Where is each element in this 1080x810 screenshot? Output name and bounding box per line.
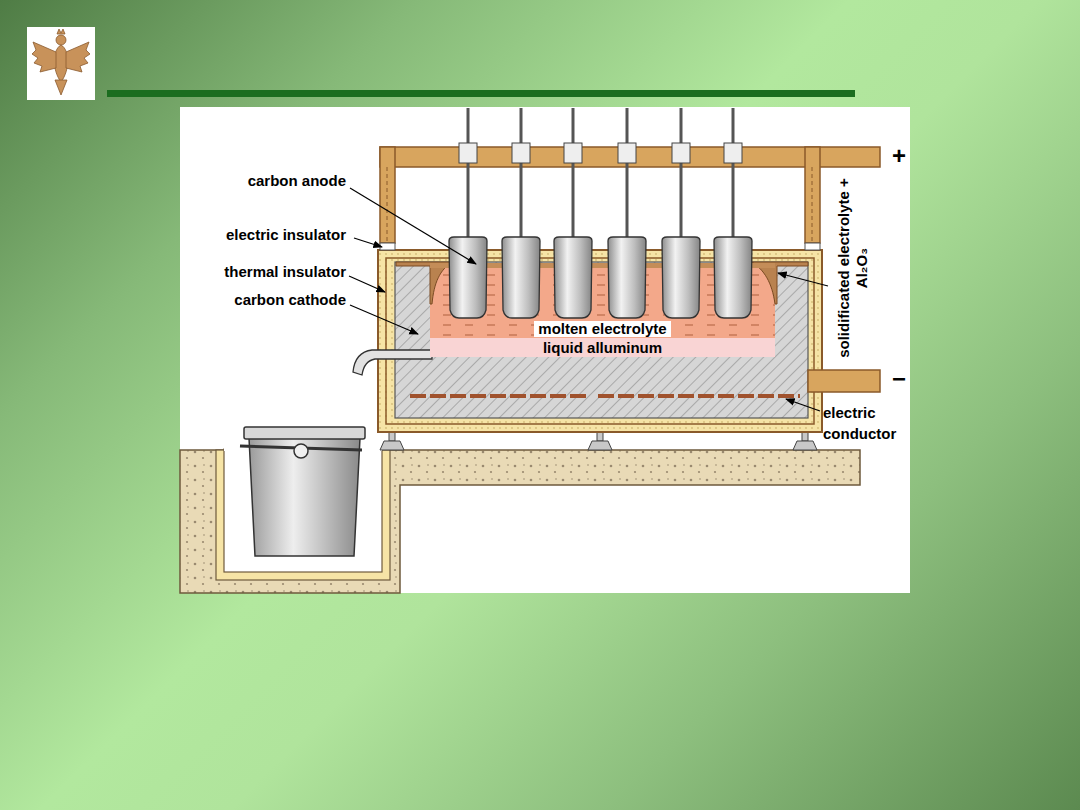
ladle-rim — [244, 427, 365, 439]
support-foot — [380, 441, 404, 450]
leader-lines — [349, 188, 828, 411]
eagle-crown — [57, 29, 65, 34]
polarity-sign: − — [889, 366, 909, 392]
leader-line — [350, 188, 476, 264]
anode-assembly — [714, 108, 752, 318]
carbon-anode — [554, 237, 592, 318]
post-detail — [812, 167, 813, 243]
carbon-anode — [608, 237, 646, 318]
anode-rod — [467, 108, 470, 240]
part-label: electric conductor — [823, 402, 911, 444]
anode-clamp — [618, 143, 636, 163]
anode-rod — [572, 108, 575, 240]
anode-clamp — [724, 143, 742, 163]
electrolyte-bath: molten electrolyte — [430, 266, 775, 338]
anode-assembly — [662, 108, 700, 318]
collector-bar — [598, 394, 800, 398]
part-label: thermal insulator — [146, 263, 346, 281]
leader-line — [354, 238, 382, 247]
tap-spout — [353, 350, 432, 375]
post-insulator — [805, 243, 820, 250]
carbon-anode — [714, 237, 752, 318]
anode-rod — [626, 108, 629, 240]
post-detail — [387, 167, 388, 243]
aluminium-layer: liquid alluminum — [430, 338, 775, 357]
node-label: molten electrolyte — [534, 321, 670, 337]
eagle-wing — [66, 42, 90, 72]
ladle-body — [249, 438, 360, 556]
anode-clamp — [672, 143, 690, 163]
carbon-anode — [449, 237, 487, 318]
eagle-head — [56, 35, 66, 45]
eagle-wing — [32, 42, 56, 72]
header-rule — [107, 90, 855, 97]
node-label: liquid alluminum — [539, 338, 666, 357]
negative-busbar — [808, 370, 880, 392]
anode-assemblies — [449, 108, 752, 318]
carbon-anode — [502, 237, 540, 318]
part-label: carbon anode — [146, 172, 346, 190]
crust-left — [396, 262, 452, 304]
anode-assembly — [502, 108, 540, 318]
anode-clamp — [459, 143, 477, 163]
anode-rod — [680, 108, 683, 240]
leader-line — [778, 273, 828, 286]
polarity-sign: + — [889, 143, 909, 169]
eagle-tail — [55, 80, 67, 95]
anode-clamp — [564, 143, 582, 163]
support-foot — [793, 441, 817, 450]
anode-rod — [732, 108, 735, 240]
thermal-insulator — [378, 250, 822, 432]
anode-assembly — [554, 108, 592, 318]
leader-line — [350, 305, 418, 334]
anode-clamp — [512, 143, 530, 163]
anode-assembly — [608, 108, 646, 318]
part-label: electric insulator — [146, 226, 346, 244]
anode-rod — [520, 108, 523, 240]
cell-supports — [380, 431, 817, 450]
carbon-anode — [662, 237, 700, 318]
right-post — [805, 147, 820, 243]
part-label: carbon cathode — [146, 291, 346, 309]
ladle-pivot — [294, 444, 308, 458]
support-foot — [588, 441, 612, 450]
crust-right — [752, 262, 808, 304]
leader-line — [786, 399, 820, 411]
left-post — [380, 147, 395, 243]
crust-label: solidificated electrolyte + Al₂O₃ — [835, 170, 871, 366]
leader-line — [349, 276, 385, 292]
logo-tile — [27, 27, 95, 100]
anode-assembly — [449, 108, 487, 318]
collector-bar — [410, 394, 588, 398]
post-insulator — [380, 243, 395, 250]
eagle-logo — [32, 29, 90, 95]
